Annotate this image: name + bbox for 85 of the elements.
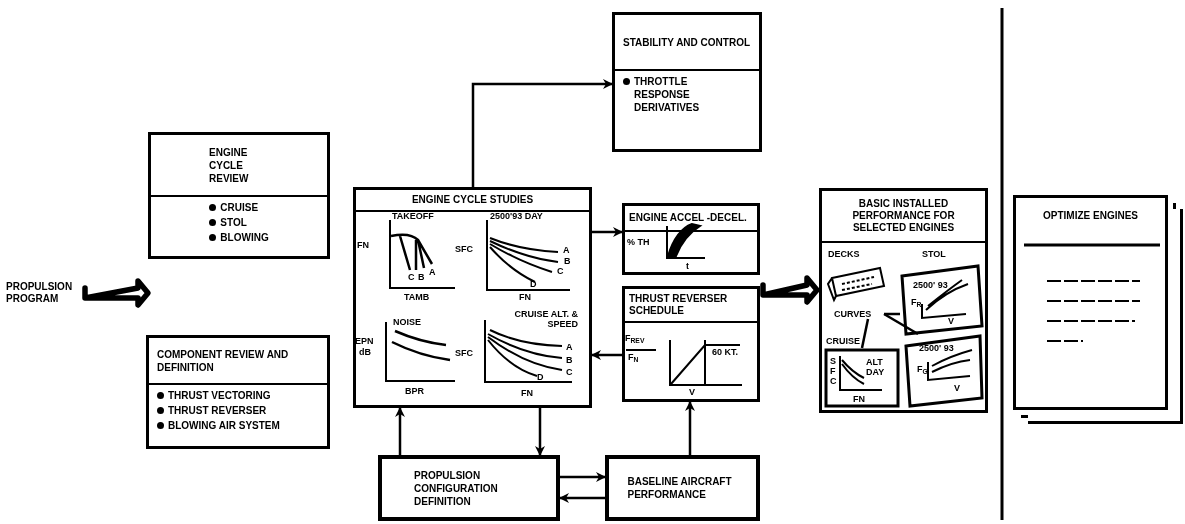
chart-label: FN bbox=[853, 394, 865, 404]
bullet-text: THRUST REVERSER bbox=[168, 404, 267, 417]
chart-label: B bbox=[564, 256, 571, 266]
chart-label: CRUISE ALT. & SPEED bbox=[513, 309, 578, 329]
chart-label: SFC bbox=[455, 244, 473, 254]
chart-label: B bbox=[418, 272, 425, 282]
chart-label: EPN bbox=[355, 336, 374, 346]
chart-label: F$_{N}$ bbox=[628, 352, 639, 362]
process-box bbox=[353, 187, 592, 408]
chart-label: % TH bbox=[627, 237, 650, 247]
bullet-text: THROTTLE RESPONSE DERIVATIVES bbox=[634, 75, 701, 114]
chart-label: V bbox=[948, 316, 954, 326]
box-text: BASELINE AIRCRAFT PERFORMANCE bbox=[627, 475, 733, 501]
box-heading: THRUST REVERSER SCHEDULE bbox=[629, 293, 729, 317]
process-box bbox=[148, 132, 330, 259]
process-box bbox=[612, 12, 762, 152]
chart-label: DECKS bbox=[828, 249, 860, 259]
box-heading: ENGINE CYCLE STUDIES bbox=[411, 194, 534, 206]
chart-label: TAKEOFF bbox=[392, 211, 434, 221]
leader-line bbox=[860, 318, 870, 349]
chart-label: V bbox=[954, 383, 960, 393]
arrow bbox=[535, 408, 545, 456]
bullet-text: THRUST VECTORING bbox=[168, 389, 271, 402]
arrow bbox=[559, 493, 605, 503]
chart-label: STOL bbox=[922, 249, 946, 259]
chart-label: FN bbox=[519, 292, 531, 302]
chart-label: 60 KT. bbox=[712, 347, 738, 357]
document-title: OPTIMIZE ENGINES bbox=[1043, 210, 1138, 222]
bullet-text: BLOWING bbox=[220, 231, 269, 244]
chart-label: A bbox=[563, 245, 570, 255]
arrow bbox=[592, 227, 623, 237]
chart-label: V bbox=[689, 387, 695, 397]
chart-label: F$_{R}$ bbox=[911, 297, 922, 307]
chart-label: C bbox=[566, 367, 573, 377]
box-text: PROPULSION CONFIGURATION DEFINITION bbox=[414, 468, 499, 508]
arrow bbox=[471, 79, 613, 187]
box-heading: STABILITY AND CONTROL bbox=[623, 35, 751, 49]
box-heading: ENGINE ACCEL -DECEL. bbox=[629, 212, 747, 224]
chart-label: dB bbox=[359, 347, 371, 357]
chart-label: D bbox=[537, 372, 544, 382]
process-box bbox=[622, 203, 760, 275]
bullet-text: CRUISE bbox=[220, 201, 259, 214]
chart-label: 2500' 93 bbox=[919, 343, 954, 353]
chart-label: S F C bbox=[830, 356, 838, 386]
chart-label: 2500'93 DAY bbox=[490, 211, 543, 221]
process-box bbox=[622, 286, 760, 402]
box-heading: BASIC INSTALLED PERFORMANCE FOR SELECTED ENGINES bbox=[851, 198, 956, 234]
double-arrow bbox=[82, 278, 151, 308]
chart-picture bbox=[900, 264, 984, 336]
arrow bbox=[395, 407, 405, 455]
chart-label: F$_{G}$ bbox=[917, 364, 928, 374]
chart-picture bbox=[824, 348, 900, 408]
chart-label: A bbox=[429, 267, 436, 277]
chart-label: C bbox=[408, 272, 415, 282]
chart-label: A bbox=[566, 342, 573, 352]
chart-label: BPR bbox=[405, 386, 424, 396]
process-box bbox=[605, 455, 760, 521]
bullet-text: STOL bbox=[220, 216, 247, 229]
leader-line bbox=[884, 312, 900, 316]
chart-picture bbox=[904, 334, 984, 408]
chart-label: SFC bbox=[455, 348, 473, 358]
arrow bbox=[591, 350, 622, 360]
arrow bbox=[685, 401, 695, 455]
chart-label: CRUISE bbox=[826, 336, 860, 346]
text-label: PROPULSION PROGRAM bbox=[6, 281, 74, 305]
text-label: CURVES bbox=[834, 308, 872, 319]
process-box bbox=[378, 455, 560, 521]
box-heading: COMPONENT REVIEW AND DEFINITION bbox=[157, 347, 290, 374]
chart-label: TAMB bbox=[404, 292, 430, 302]
chart-label: ALT DAY bbox=[866, 357, 886, 377]
chart-label: t bbox=[686, 261, 689, 271]
arrow bbox=[560, 472, 606, 482]
chart-label: F$_{REV}$ bbox=[625, 333, 645, 343]
chart-label: FN bbox=[521, 388, 533, 398]
process-box bbox=[146, 335, 330, 449]
document-page bbox=[1013, 195, 1168, 410]
box-heading: ENGINE CYCLE REVIEW bbox=[209, 145, 250, 185]
double-arrow bbox=[760, 275, 820, 305]
chart-label: B bbox=[566, 355, 573, 365]
process-box bbox=[819, 188, 988, 413]
chart-label: C bbox=[557, 266, 564, 276]
chart-label: FN bbox=[357, 240, 369, 250]
chart-label: 2500' 93 bbox=[913, 280, 948, 290]
bullet-text: BLOWING AIR SYSTEM bbox=[168, 419, 280, 432]
chart-label: NOISE bbox=[393, 317, 421, 327]
